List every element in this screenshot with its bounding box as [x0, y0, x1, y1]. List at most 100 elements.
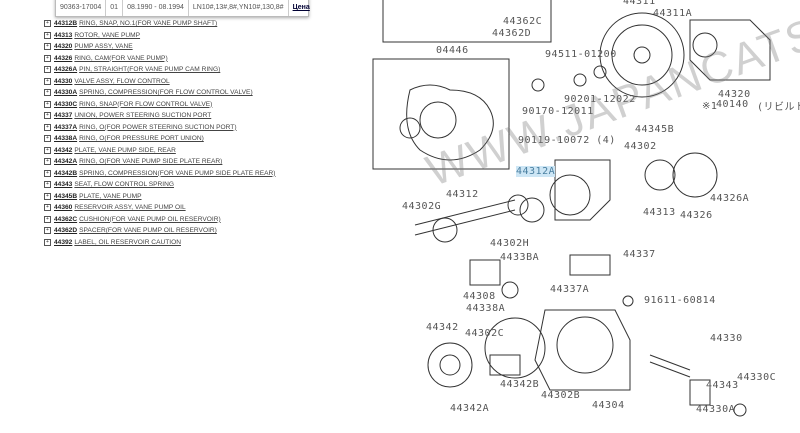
cam-ring: [672, 152, 718, 198]
expand-icon[interactable]: +: [44, 77, 51, 85]
part-description[interactable]: SEAT, FLOW CONTROL SPRING: [74, 181, 174, 189]
part-description[interactable]: PLATE, VANE PUMP: [79, 192, 142, 200]
expand-icon[interactable]: +: [44, 227, 51, 235]
part-description[interactable]: RING, O(FOR PRESSURE PORT UNION): [79, 135, 204, 143]
part-description[interactable]: SPRING, COMPRESSION(FOR FLOW CONTROL VAL…: [79, 89, 253, 97]
diagram-label: 44337: [623, 249, 656, 260]
diagram-label: 44338A: [466, 303, 506, 314]
pulley-inner: [611, 24, 673, 86]
part-code[interactable]: 44392: [54, 238, 73, 246]
price-link[interactable]: Цена: [292, 4, 310, 11]
expand-icon[interactable]: +: [44, 100, 51, 108]
part-description[interactable]: PLATE, VANE PUMP SIDE, REAR: [74, 146, 176, 154]
expand-icon[interactable]: +: [44, 169, 51, 177]
expand-icon[interactable]: +: [44, 146, 51, 154]
part-description[interactable]: RING, CAM(FOR VANE PUMP): [74, 54, 168, 62]
part-description[interactable]: RING, O(FOR POWER STEERING SUCTION PORT): [79, 123, 237, 131]
expand-icon[interactable]: +: [44, 215, 51, 223]
part-description[interactable]: CUSHION(FOR VANE PUMP OIL RESERVOIR): [79, 215, 221, 223]
part-description[interactable]: RING, O(FOR VANE PUMP SIDE PLATE REAR): [79, 158, 223, 166]
popup-qty: 01: [106, 0, 124, 16]
part-code[interactable]: 44342B: [54, 169, 78, 177]
diagram-label[interactable]: 44312A: [516, 166, 556, 177]
reservoir-shape: [406, 84, 494, 161]
expand-icon[interactable]: +: [44, 238, 51, 246]
part-description[interactable]: PUMP ASSY, VANE: [74, 43, 133, 51]
reservoir-port: [419, 101, 457, 139]
expand-icon[interactable]: +: [44, 158, 51, 166]
inset-04446-box: [372, 58, 510, 170]
part-code[interactable]: 44360: [54, 204, 73, 212]
part-description[interactable]: LABEL, OIL RESERVOIR CAUTION: [74, 238, 181, 246]
part-description[interactable]: RING, SNAP, NO.1(FOR VANE PUMP SHAFT): [79, 20, 218, 28]
part-code[interactable]: 44338A: [54, 135, 78, 143]
part-description[interactable]: RESERVOIR ASSY, VANE PUMP OIL: [74, 204, 186, 212]
part-description[interactable]: SPACER(FOR VANE PUMP OIL RESERVOIR): [79, 227, 217, 235]
part-description[interactable]: ROTOR, VANE PUMP: [74, 31, 141, 39]
part-code[interactable]: 44326: [54, 54, 73, 62]
part-description[interactable]: PIN, STRAIGHT(FOR VANE PUMP CAM RING): [79, 66, 221, 74]
part-code[interactable]: 44313: [54, 31, 73, 39]
part-code[interactable]: 44337: [54, 112, 73, 120]
expand-icon[interactable]: +: [44, 192, 51, 200]
rear-plate-center: [439, 354, 461, 376]
part-description[interactable]: VALVE ASSY, FLOW CONTROL: [74, 77, 170, 85]
diagram-label: 44311A: [653, 8, 693, 19]
expand-icon[interactable]: +: [44, 31, 51, 39]
part-code[interactable]: 44320: [54, 43, 73, 51]
expand-icon[interactable]: +: [44, 135, 51, 143]
spring: [489, 354, 521, 376]
expand-icon[interactable]: +: [44, 54, 51, 62]
part-code[interactable]: 44362C: [54, 215, 78, 223]
part-description[interactable]: UNION, POWER STEERING SUCTION PORT: [74, 112, 212, 120]
pump-assy: [689, 19, 771, 81]
expand-icon[interactable]: +: [44, 112, 51, 120]
expand-icon[interactable]: +: [44, 123, 51, 131]
part-code[interactable]: 44337A: [54, 123, 78, 131]
part-code[interactable]: 44345B: [54, 192, 78, 200]
diagram-label: 44302C: [465, 328, 505, 339]
part-code[interactable]: 44330C: [54, 100, 78, 108]
part-description[interactable]: RING, SNAP(FOR FLOW CONTROL VALVE): [79, 100, 213, 108]
expand-icon[interactable]: +: [44, 89, 51, 97]
expand-icon[interactable]: +: [44, 43, 51, 51]
expand-icon[interactable]: +: [44, 20, 51, 28]
part-code[interactable]: 44312B: [54, 20, 78, 28]
part-code[interactable]: 44343: [54, 181, 73, 189]
part-code[interactable]: 44330A: [54, 89, 78, 97]
expand-icon[interactable]: +: [44, 66, 51, 74]
part-code[interactable]: 44342A: [54, 158, 78, 166]
diagram-label: 44311: [623, 0, 656, 7]
diagram-label: 44330: [710, 333, 743, 344]
part-code[interactable]: 44342: [54, 146, 73, 154]
expand-icon[interactable]: +: [44, 204, 51, 212]
diagram-label: 04446: [436, 45, 469, 56]
diagram-label: 44320: [718, 89, 751, 100]
part-code[interactable]: 44362D: [54, 227, 78, 235]
part-code[interactable]: 44326A: [54, 66, 78, 74]
part-description[interactable]: SPRING, COMPRESSION(FOR VANE PUMP SIDE P…: [79, 169, 276, 177]
expand-icon[interactable]: +: [44, 181, 51, 189]
part-code[interactable]: 44330: [54, 77, 73, 85]
